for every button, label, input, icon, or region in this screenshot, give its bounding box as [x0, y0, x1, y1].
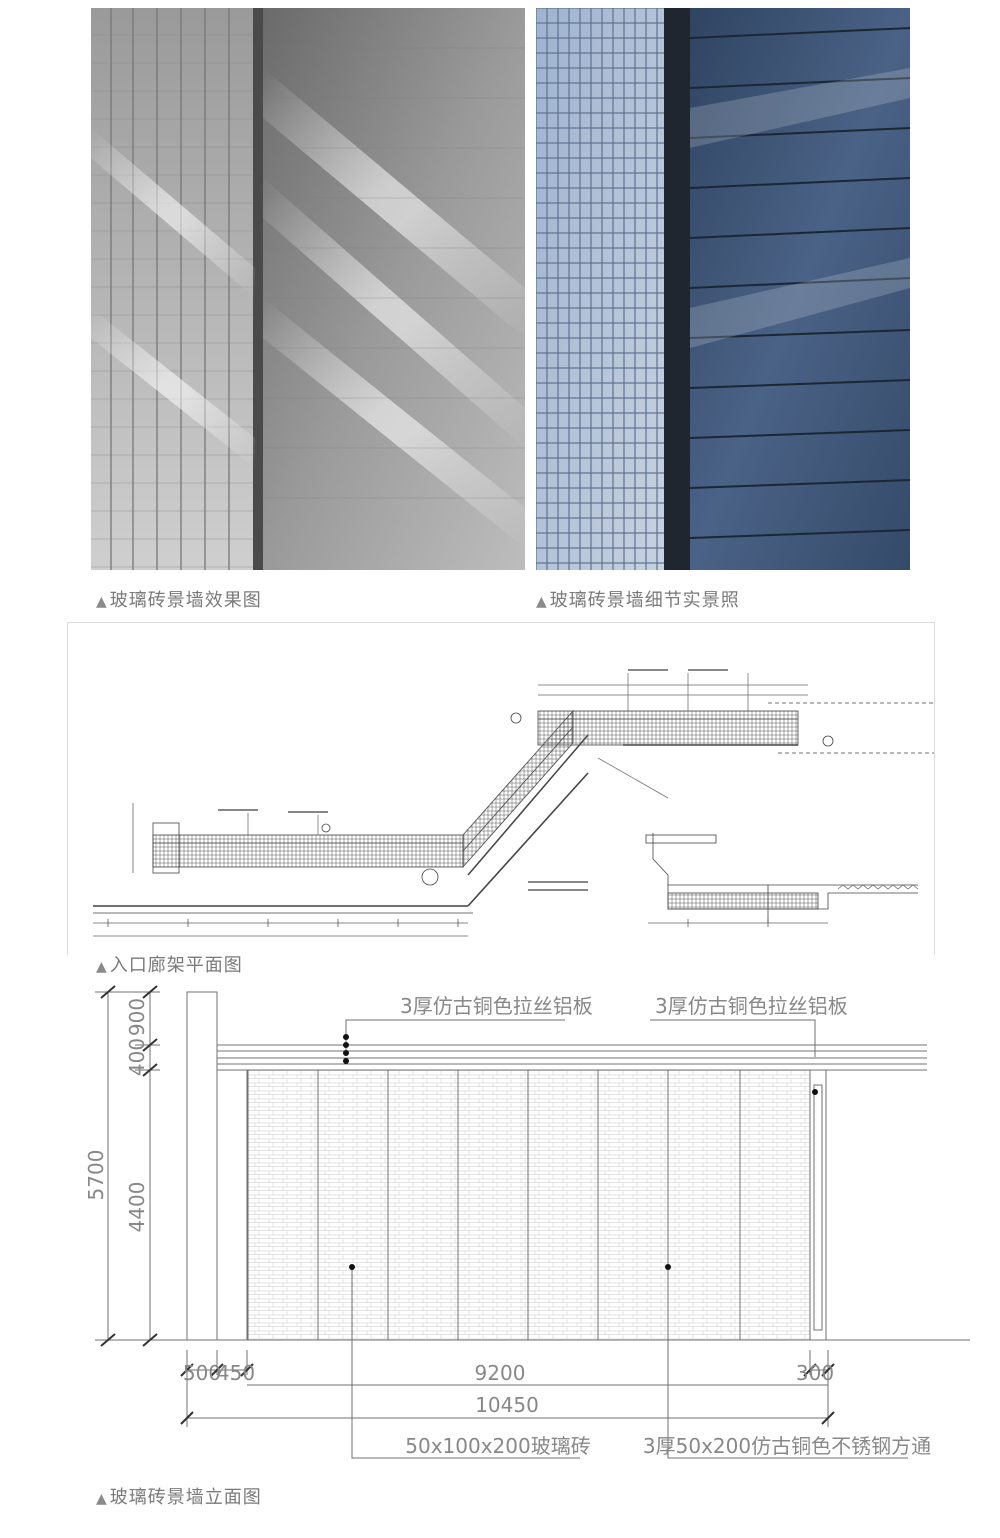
- dim-top-text: 900: [125, 998, 149, 1036]
- photo-right-illustration: [536, 8, 910, 570]
- dim-9200: 9200: [475, 1361, 526, 1385]
- photo-glass-brick-wall-effect: [91, 8, 525, 570]
- callout-right: 3厚仿古铜色拉丝铝板: [655, 994, 848, 1018]
- elevation-drawing: 3厚仿古铜色拉丝铝板 3厚仿古铜色拉丝铝板 9200 300 500 450 1…: [0, 975, 1000, 1475]
- callout-left: 3厚仿古铜色拉丝铝板: [400, 994, 593, 1018]
- triangle-marker-icon: ▲: [96, 959, 108, 975]
- label-glass-brick: 50x100x200玻璃砖: [405, 1434, 590, 1458]
- photo-left-illustration: [91, 8, 525, 570]
- dim-450: 450: [217, 1361, 255, 1385]
- elevation-drawing-svg: 3厚仿古铜色拉丝铝板 3厚仿古铜色拉丝铝板 9200 300 500 450 1…: [84, 985, 970, 1459]
- plan-drawing-svg: [93, 669, 934, 937]
- dim-500: 500: [183, 1361, 221, 1385]
- caption-plan: ▲入口廊架平面图: [96, 955, 243, 976]
- dim-mid-text: 400: [125, 1038, 149, 1076]
- caption-photo-right: ▲玻璃砖景墙细节实景照: [536, 590, 740, 611]
- dim-300: 300: [796, 1361, 834, 1385]
- caption-elevation: ▲玻璃砖景墙立面图: [96, 1487, 262, 1508]
- triangle-marker-icon: ▲: [536, 594, 548, 610]
- dim-total-width: 10450: [475, 1393, 539, 1417]
- triangle-marker-icon: ▲: [96, 1491, 108, 1507]
- dim-lower-text: 4400: [125, 1182, 149, 1233]
- dim-total-height-text: 5700: [84, 1150, 108, 1201]
- label-steel-tube: 3厚50x200仿古铜色不锈钢方通: [643, 1434, 931, 1458]
- caption-photo-left: ▲玻璃砖景墙效果图: [96, 590, 262, 611]
- plan-drawing: [67, 622, 935, 955]
- triangle-marker-icon: ▲: [96, 594, 108, 610]
- photo-glass-brick-wall-detail: [536, 8, 910, 570]
